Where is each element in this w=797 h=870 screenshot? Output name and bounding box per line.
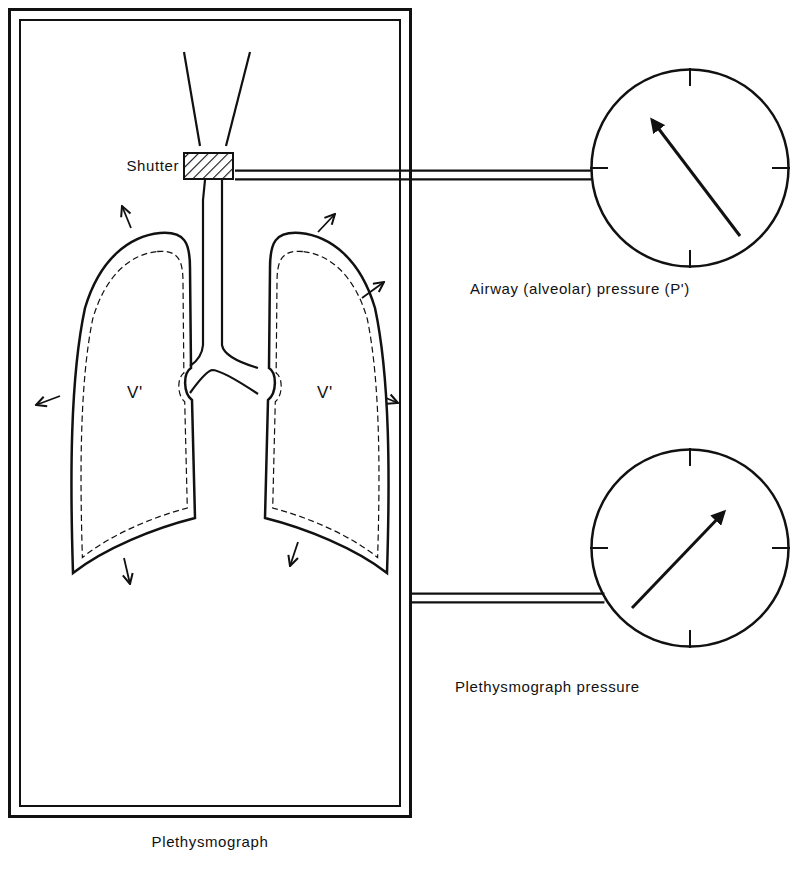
pressure-gauge: Plethysmograph pressure xyxy=(590,448,790,648)
lung: V' xyxy=(65,228,205,580)
plethysmograph-box: ShutterV'V'Plethysmograph xyxy=(8,8,412,818)
part-label: Airway (alveolar) pressure (P') xyxy=(470,280,690,298)
airway-tubes xyxy=(184,52,258,394)
expansion-arrows xyxy=(36,206,398,584)
pressure-gauge: Airway (alveolar) pressure (P') xyxy=(590,68,790,268)
gauge-dial xyxy=(590,68,790,268)
part-label: Plethysmograph pressure xyxy=(455,678,640,696)
shutter: Shutter xyxy=(113,149,235,183)
lung: V' xyxy=(255,228,395,580)
part-label: Plethysmograph xyxy=(152,833,269,851)
gauge-needles xyxy=(632,120,740,608)
lung-outline xyxy=(255,228,395,580)
part-label: Shutter xyxy=(126,157,179,175)
pressure-tube xyxy=(412,598,604,599)
volume-label: V' xyxy=(317,383,333,403)
gauge-dial xyxy=(590,448,790,648)
pressure-tube xyxy=(235,175,591,176)
inner-wall xyxy=(19,19,401,807)
gauge-ticks xyxy=(590,68,790,648)
volume-label: V' xyxy=(127,383,143,403)
lung-outline xyxy=(65,228,205,580)
